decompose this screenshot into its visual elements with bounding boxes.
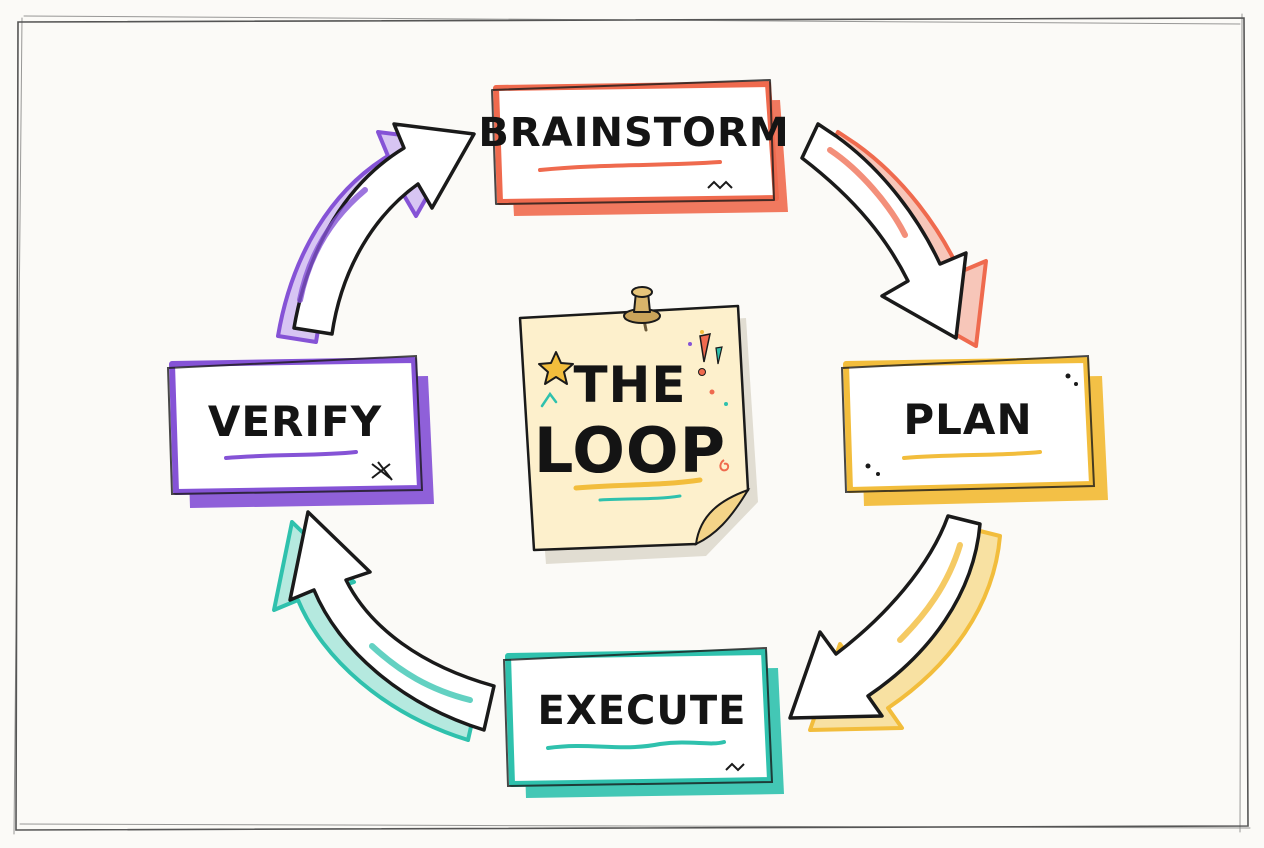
- sketch-frame: [13, 13, 1251, 835]
- star-icon: [538, 351, 574, 385]
- stage-label-execute: EXECUTE: [537, 688, 747, 734]
- sticky-note: [518, 304, 758, 564]
- stage-label-brainstorm: BRAINSTORM: [478, 110, 790, 156]
- exclamation-icon: [698, 333, 723, 376]
- stage-box-plan: [840, 354, 1108, 506]
- stage-label-plan: PLAN: [903, 394, 1033, 444]
- stage-box-verify: [166, 354, 434, 508]
- stage-box-brainstorm: [491, 79, 788, 216]
- note-title-line1: THE: [573, 356, 687, 414]
- note-title-line2: LOOP: [533, 413, 727, 487]
- arrow-plan-to-execute: [788, 514, 1002, 732]
- stage-label-verify: VERIFY: [207, 396, 383, 446]
- arrow-verify-to-brainstorm: [276, 122, 476, 344]
- thumbtack-icon: [623, 286, 661, 332]
- stage-box-execute: [502, 646, 784, 798]
- arrow-brainstorm-to-plan: [800, 122, 988, 348]
- arrow-execute-to-verify: [272, 510, 496, 742]
